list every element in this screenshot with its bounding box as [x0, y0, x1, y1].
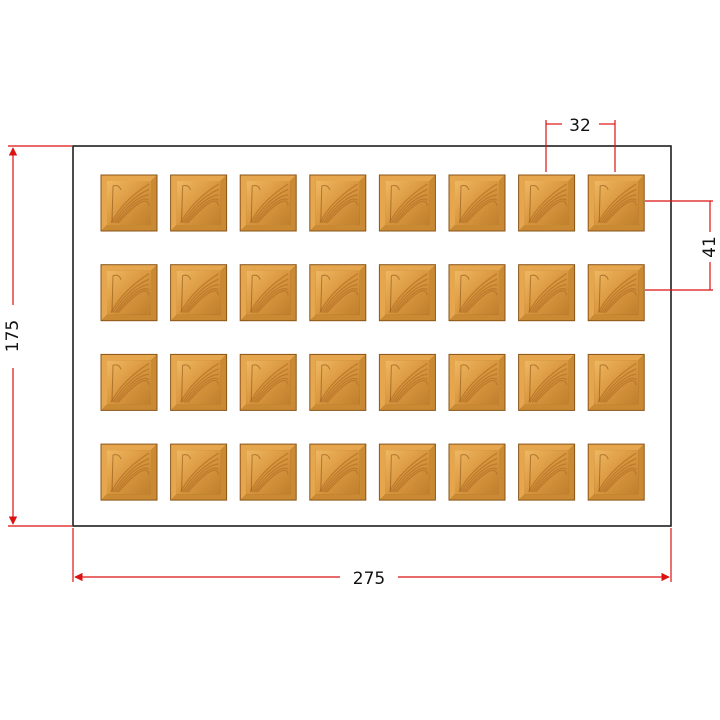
cavity	[587, 264, 645, 322]
width-dimension	[72, 528, 672, 582]
cavity	[448, 443, 506, 501]
cavity	[448, 174, 506, 232]
cavity	[518, 264, 576, 322]
width-dimension-label: 275	[353, 569, 385, 589]
cavity	[378, 353, 436, 411]
cavity	[309, 174, 367, 232]
cavity	[448, 264, 506, 322]
height-dimension	[8, 145, 72, 527]
cavity	[100, 174, 158, 232]
cavity	[309, 353, 367, 411]
cavity	[309, 443, 367, 501]
cavity	[378, 264, 436, 322]
cavity	[518, 353, 576, 411]
cavity	[378, 174, 436, 232]
cavity	[100, 264, 158, 322]
mould-plate	[72, 145, 672, 527]
pitch-x-dimension-label: 32	[569, 116, 591, 136]
height-dimension-label: 175	[3, 320, 23, 352]
cavity	[309, 264, 367, 322]
pitch-x-dimension	[545, 120, 616, 172]
cavity	[518, 174, 576, 232]
cavity	[518, 443, 576, 501]
pitch-y-dimension-label: 41	[700, 236, 720, 258]
cavity	[239, 353, 297, 411]
cavity	[170, 264, 228, 322]
cavity	[378, 443, 436, 501]
cavity	[170, 353, 228, 411]
cavity	[239, 174, 297, 232]
cavity	[170, 443, 228, 501]
cavity	[100, 353, 158, 411]
cavity	[100, 443, 158, 501]
cavity-grid	[100, 174, 645, 501]
cavity	[239, 264, 297, 322]
cavity	[587, 443, 645, 501]
cavity	[587, 353, 645, 411]
cavity	[170, 174, 228, 232]
cavity	[448, 353, 506, 411]
pitch-y-dimension	[645, 200, 713, 291]
cavity	[239, 443, 297, 501]
cavity	[587, 174, 645, 232]
